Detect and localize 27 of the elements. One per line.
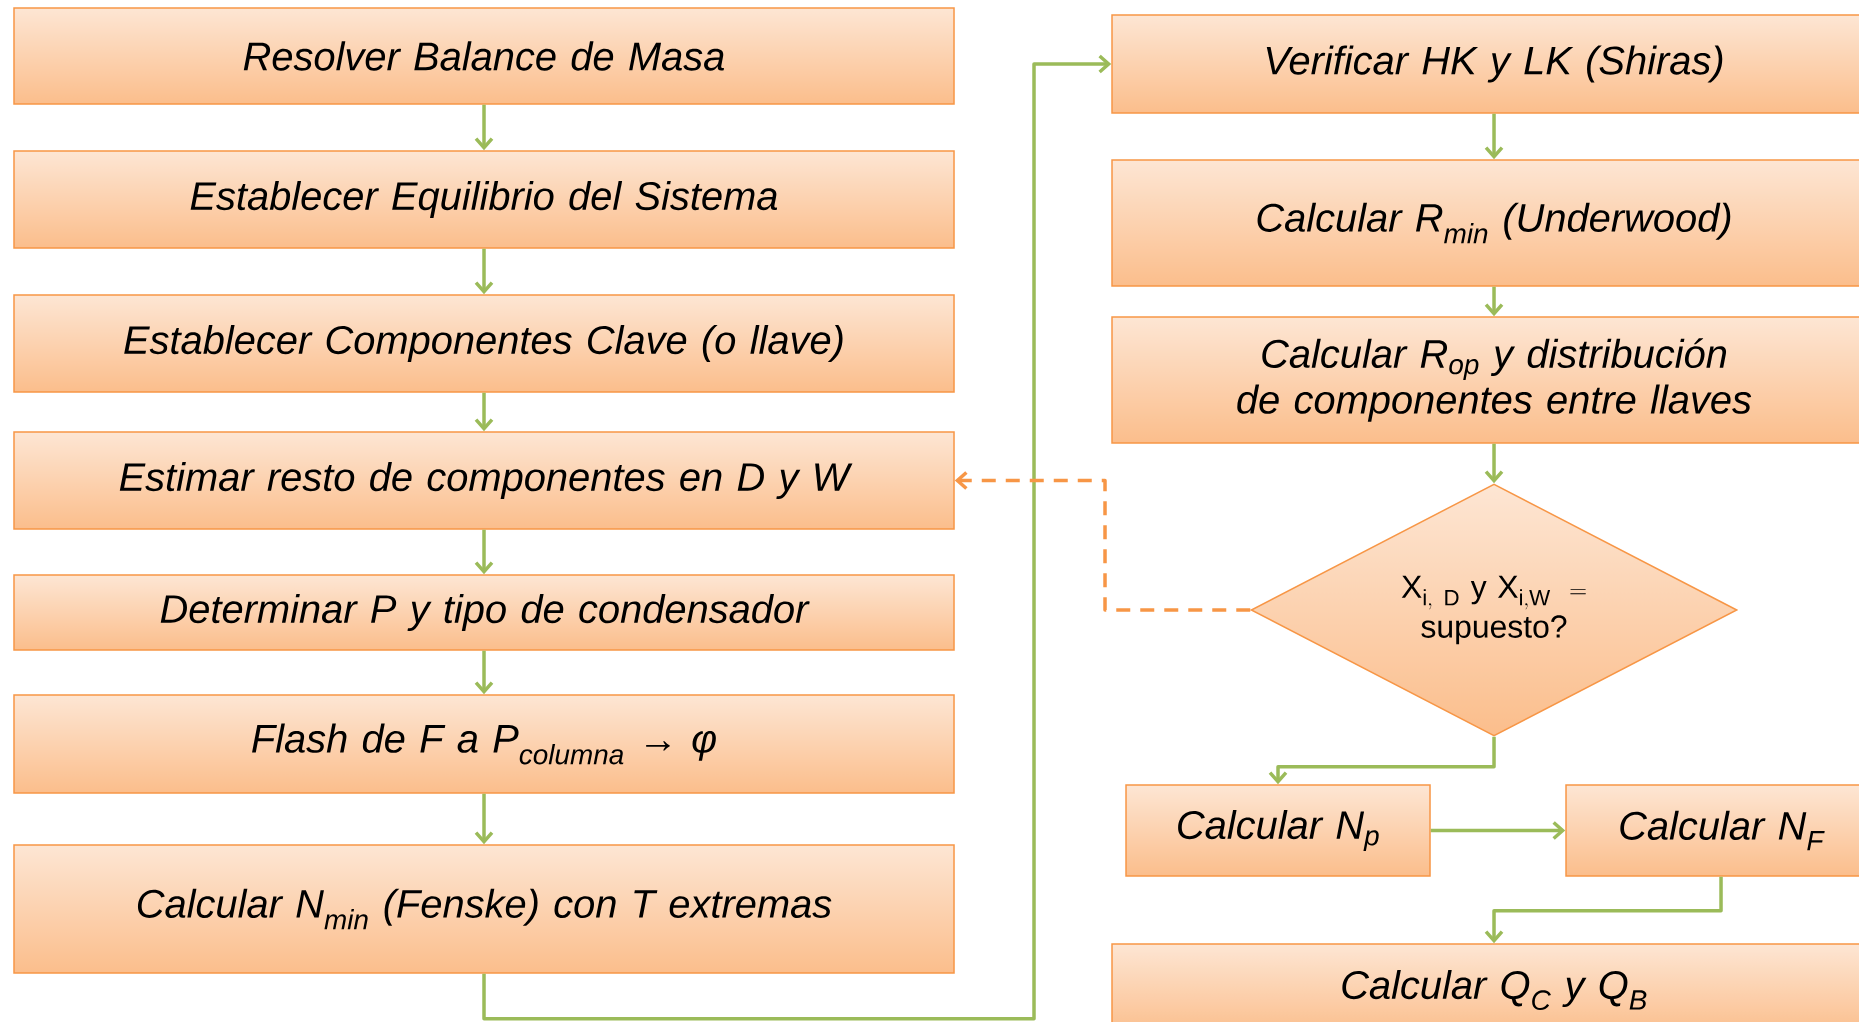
arrow (1484, 876, 1723, 944)
arrow (1268, 736, 1496, 785)
process-box: Estimar resto de componentes en D y W (13, 431, 955, 530)
process-box: Calcular R$_{op}$ y distribución de componentes entre llaves (1111, 316, 1859, 444)
arrow (474, 793, 494, 845)
arrow (1484, 443, 1504, 484)
arrow (474, 104, 494, 151)
arrow (1484, 286, 1504, 317)
arrow (1484, 113, 1504, 160)
process-box: Calcular N$_{p}$ (1125, 784, 1431, 877)
process-box: Calcular N$_{min}$ (Fenske) con T extremas (13, 844, 955, 974)
process-box: Establecer Equilibrio del Sistema (13, 150, 955, 249)
process-box: Establecer Componentes Clave (o llave) (13, 294, 955, 393)
process-box: Calcular Q$_{C}$ y Q$_{B}$ (1111, 943, 1859, 1022)
arrow (482, 54, 1112, 1021)
process-box: Calcular N$_{F}$ (1565, 784, 1859, 877)
arrow (474, 248, 494, 295)
arrow (474, 650, 494, 695)
arrow (474, 392, 494, 432)
process-box: Resolver Balance de Masa (13, 7, 955, 105)
arrow (954, 471, 1251, 612)
process-box: Flash de F a P$_{columna}$ → φ (13, 694, 955, 794)
process-box: Determinar P y tipo de condensador (13, 574, 955, 651)
arrow (474, 529, 494, 575)
arrow (1430, 821, 1566, 840)
process-box: Verificar HK y LK (Shiras) (1111, 14, 1859, 114)
process-box: Calcular R$_{min}$ (Underwood) (1111, 159, 1859, 287)
